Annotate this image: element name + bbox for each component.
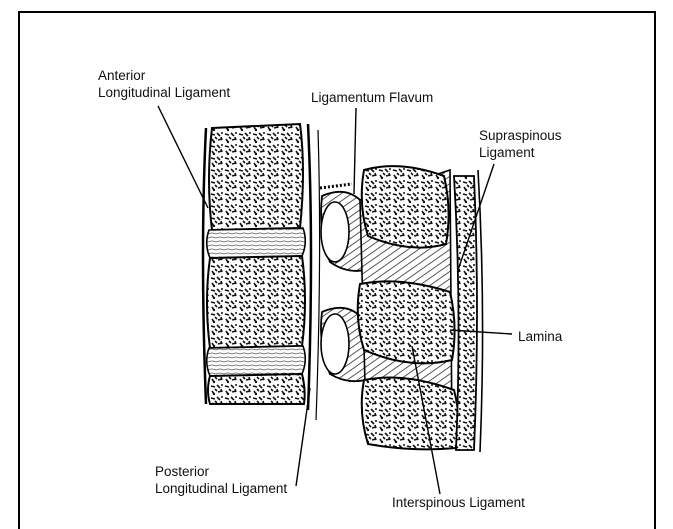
label-supraspinous-line2: Ligament xyxy=(479,144,562,161)
supraspinous-ligament xyxy=(454,176,477,450)
anterior-longitudinal-ligament xyxy=(203,128,206,404)
vertebral-column xyxy=(203,124,320,420)
vertebral-body-middle xyxy=(207,256,305,348)
label-supraspinous-line1: Supraspinous xyxy=(479,127,562,144)
lamina-upper xyxy=(362,166,449,247)
lamina-lower xyxy=(362,378,459,450)
posterior-longitudinal-ligament xyxy=(308,124,311,410)
posterior-elements xyxy=(358,166,483,452)
label-anterior-line2: Longitudinal Ligament xyxy=(98,84,230,101)
label-anterior-longitudinal-ligament: Anterior Longitudinal Ligament xyxy=(98,67,230,101)
vertebral-body-upper xyxy=(209,124,303,230)
label-anterior-line1: Anterior xyxy=(98,67,230,84)
lamina-middle xyxy=(358,281,455,363)
label-interspinous-ligament: Interspinous Ligament xyxy=(392,494,525,511)
label-ligamentum-flavum: Ligamentum Flavum xyxy=(311,89,433,106)
vertebral-body-lower xyxy=(208,374,305,404)
leader-anterior xyxy=(158,106,208,208)
leader-ligamentum-flavum xyxy=(354,108,356,194)
label-posterior-line2: Longitudinal Ligament xyxy=(155,480,287,497)
label-supraspinous-ligament: Supraspinous Ligament xyxy=(479,127,562,161)
label-lamina: Lamina xyxy=(518,328,562,345)
intervertebral-disc-upper xyxy=(207,228,306,258)
label-posterior-longitudinal-ligament: Posterior Longitudinal Ligament xyxy=(155,463,287,497)
label-posterior-line1: Posterior xyxy=(155,463,287,480)
intervertebral-disc-lower xyxy=(207,346,306,376)
